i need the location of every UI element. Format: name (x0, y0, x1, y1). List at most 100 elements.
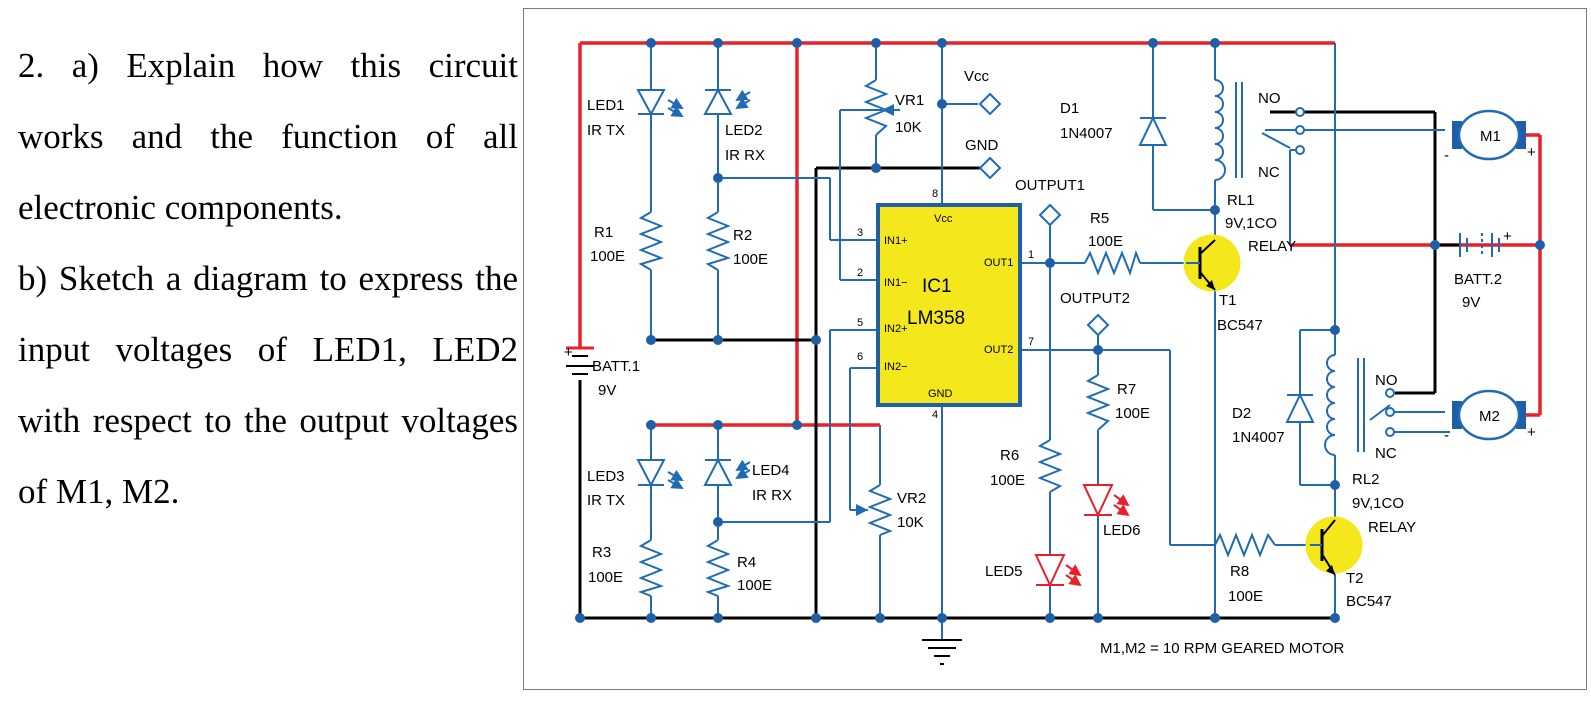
led1-label: LED1 (587, 97, 625, 114)
d1-value: 1N4007 (1060, 125, 1113, 142)
r6-symbol (1037, 439, 1063, 493)
m2-terminal-right (1516, 401, 1526, 429)
led2-symbol (703, 87, 751, 115)
led3-label: LED3 (587, 468, 625, 485)
led1-type: IR TX (587, 122, 625, 139)
t2-label: T2 (1346, 570, 1364, 587)
ic-name: IC1 (922, 276, 952, 297)
ic-pin-6: 6 (857, 351, 863, 363)
ground-wires (578, 110, 1460, 620)
m1-terminal-right (1516, 121, 1526, 149)
r7-label: R7 (1117, 381, 1136, 398)
vr1-value: 10K (895, 119, 922, 136)
led2-label: LED2 (725, 122, 763, 139)
ic-pin-in1p: IN1+ (884, 235, 908, 247)
r6-label: R6 (1000, 447, 1019, 464)
resistor-zigzags (637, 79, 1276, 597)
ic-pin-gnd: GND (928, 388, 953, 400)
m1-terminal-left (1452, 121, 1462, 149)
r5-value: 100E (1088, 233, 1123, 250)
r3-label: R3 (592, 544, 611, 561)
motor-m1 (1452, 109, 1526, 161)
gnd-label: GND (965, 137, 999, 154)
batt1-value: 9V (598, 382, 616, 399)
rl2-nc-label: NC (1375, 445, 1397, 462)
motor-m2 (1452, 389, 1526, 441)
vr1-label: VR1 (895, 92, 924, 109)
ic-pin-in2m: IN2− (884, 361, 908, 373)
d2-diode (1285, 392, 1315, 423)
led5-symbol (1034, 554, 1082, 588)
led6-symbol (1082, 484, 1130, 518)
r3-value: 100E (588, 569, 623, 586)
led4-label: LED4 (752, 462, 790, 479)
m2-minus: - (1444, 427, 1449, 444)
led1-symbol (636, 89, 684, 117)
r8-symbol (1214, 532, 1276, 558)
pot-wipers (850, 104, 900, 516)
rl1-nc-label: NC (1258, 164, 1280, 181)
relay-contact-dots (1295, 107, 1395, 437)
battery2-symbol (1459, 233, 1500, 257)
m2-label: M2 (1479, 408, 1500, 425)
junction-dots (575, 38, 1545, 623)
r4-value: 100E (737, 577, 772, 594)
ic-pin-8: 8 (932, 188, 938, 200)
batt2-plus: + (1503, 228, 1512, 245)
t1-transistor (1183, 234, 1241, 292)
output2-label: OUTPUT2 (1060, 290, 1130, 307)
ic-pin-4: 4 (932, 409, 938, 421)
batt2-label: BATT.2 (1454, 271, 1502, 288)
battery1-symbol (566, 345, 594, 375)
rl2-no-label: NO (1375, 372, 1398, 389)
r1-value: 100E (590, 248, 625, 265)
batt1-plus: + (564, 344, 573, 361)
ic-part: LM358 (907, 308, 965, 329)
rl2-coil (1324, 354, 1391, 456)
ic-pin-in2p: IN2+ (884, 323, 908, 335)
led6-label: LED6 (1103, 522, 1141, 539)
rl1-type: RELAY (1248, 238, 1296, 255)
vr1-symbol (863, 79, 889, 136)
rl1-value: 9V,1CO (1225, 215, 1277, 232)
batt2-value: 9V (1462, 294, 1480, 311)
d2-value: 1N4007 (1232, 429, 1285, 446)
t2-transistor (1305, 516, 1363, 576)
rl1-coil (1214, 79, 1291, 181)
r2-label: R2 (733, 227, 752, 244)
ground-icon (922, 639, 962, 665)
motor-footnote: M1,M2 = 10 RPM GEARED MOTOR (1100, 640, 1345, 657)
ic-pin-vcc: Vcc (934, 213, 953, 225)
m1-plus: + (1527, 144, 1536, 161)
question-text: 2. a) Explain how this circuit works and… (18, 30, 518, 527)
rl1-label: RL1 (1227, 192, 1255, 209)
ic-pin-in1m: IN1− (884, 277, 908, 289)
ic-pin-out2: OUT2 (984, 344, 1013, 356)
ic-pin-3: 3 (857, 227, 863, 239)
led3-symbol (636, 459, 684, 489)
signal-wires (650, 43, 1450, 640)
t1-body (1183, 234, 1241, 292)
ic-pin-1: 1 (1028, 249, 1034, 261)
r8-label: R8 (1230, 563, 1249, 580)
r7-value: 100E (1115, 405, 1150, 422)
led3-type: IR TX (587, 492, 625, 509)
r2-symbol (705, 211, 732, 271)
vr2-label: VR2 (897, 490, 926, 507)
r1-label: R1 (594, 224, 613, 241)
led4-symbol (703, 457, 751, 486)
r1-symbol (638, 211, 665, 271)
rl2-label: RL2 (1352, 471, 1380, 488)
rl2-type: RELAY (1368, 519, 1416, 536)
led4-type: IR RX (752, 487, 792, 504)
m1-label: M1 (1480, 128, 1501, 145)
vr2-symbol (867, 484, 893, 536)
ic1-body (876, 203, 1022, 407)
led5-label: LED5 (985, 563, 1023, 580)
r5-symbol (1084, 249, 1141, 277)
question-part-a: 2. a) Explain how this circuit works and… (18, 46, 518, 227)
m1-minus: - (1444, 147, 1449, 164)
r3-symbol (637, 539, 665, 597)
ic-pin-7: 7 (1028, 336, 1034, 348)
